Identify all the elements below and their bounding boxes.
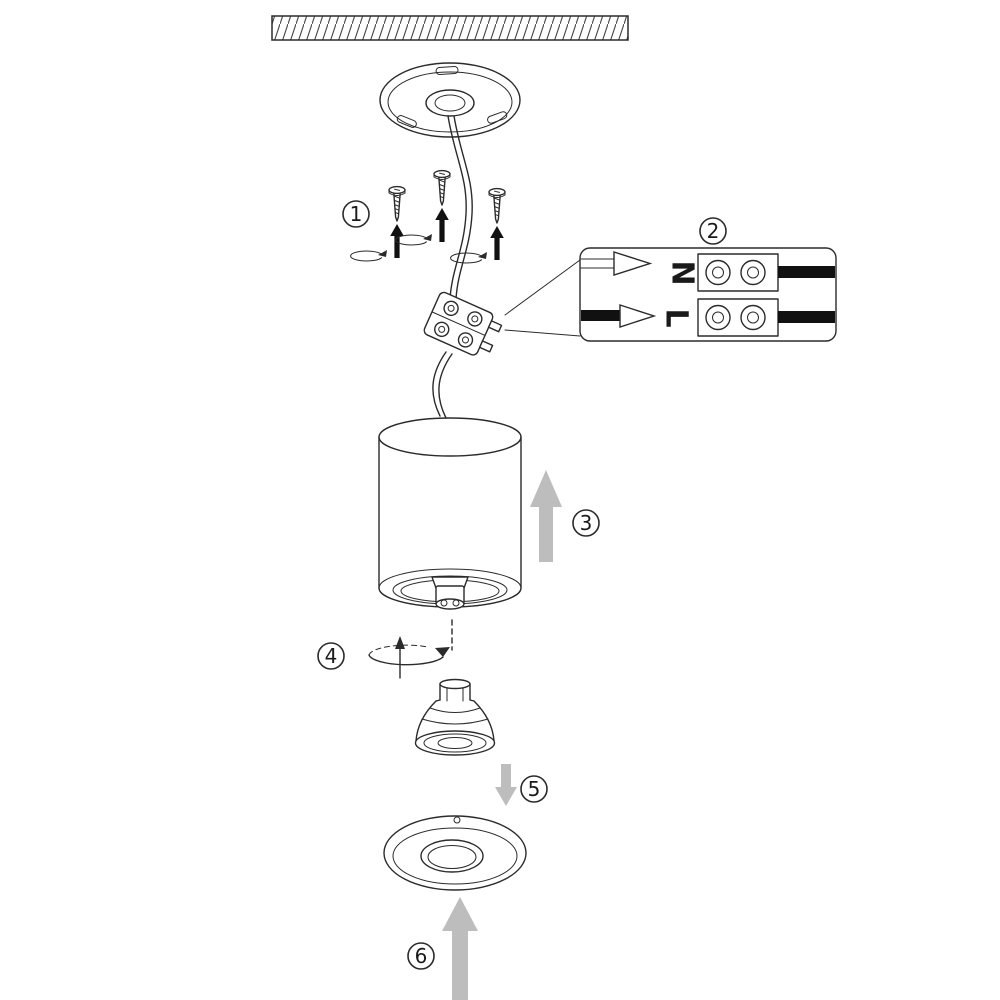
step-6-label: 6	[415, 944, 428, 968]
step-6-badge: 6	[407, 942, 435, 970]
step-4-label: 4	[325, 644, 338, 668]
socket-pin-hole	[452, 599, 460, 607]
bulb-cone-right	[473, 700, 495, 742]
rotate-arrow-icon	[350, 249, 388, 262]
plate-outline	[379, 62, 521, 138]
socket-pin-hole	[440, 599, 448, 607]
step-6-arrow-up-icon	[442, 897, 478, 1000]
step-2-badge: 2	[699, 217, 727, 245]
ceiling-hatch	[271, 15, 629, 41]
step-3-badge: 3	[572, 509, 600, 537]
trim-inner-rim	[392, 827, 518, 885]
step-5-badge: 5	[520, 775, 548, 803]
mains-cable	[447, 115, 473, 300]
live-row: L	[581, 298, 835, 337]
wire-stub-top	[487, 320, 503, 333]
step-5-label: 5	[528, 777, 541, 801]
plate-slot-left	[396, 115, 417, 128]
callout-lines	[504, 259, 581, 337]
step-3-label: 3	[580, 511, 593, 535]
rotate-arrow-icon	[450, 251, 488, 264]
screw-2	[433, 169, 451, 206]
screw-1	[388, 185, 406, 222]
trim-center-hole-inner	[427, 845, 477, 869]
housing-top	[378, 417, 522, 457]
live-label: L	[659, 308, 694, 327]
arrow-up-icon	[435, 208, 449, 242]
step-5-arrow-down-icon	[495, 764, 517, 806]
plate-center-hole	[434, 94, 466, 112]
trim-center-hole	[420, 839, 484, 873]
terminal-block	[423, 291, 503, 356]
housing-bottom-back	[378, 568, 522, 589]
live-wire-arrow-icon	[619, 304, 657, 328]
plate-center-ring	[425, 89, 475, 117]
step-3-arrow-up-icon	[530, 470, 562, 562]
plate-slot-right	[487, 111, 508, 124]
bulb-neck-top	[439, 678, 471, 690]
neutral-row: N	[580, 251, 835, 292]
wire-stub-bottom	[478, 340, 494, 353]
live-wire-right	[778, 311, 835, 323]
step-2-label: 2	[707, 219, 720, 243]
plate-inner-rim	[387, 71, 513, 133]
bulb-face-ring	[423, 733, 487, 753]
step-1-screws	[350, 169, 506, 264]
bulb-glass	[437, 737, 473, 749]
neutral-label: N	[665, 260, 700, 285]
neutral-wire-right	[778, 266, 835, 278]
live-terminal	[697, 298, 779, 337]
step-1-badge: 1	[342, 200, 370, 228]
arrow-up-icon	[390, 224, 404, 258]
lamp-socket	[431, 576, 469, 610]
step-4-badge: 4	[317, 642, 345, 670]
gu10-bulb	[414, 678, 496, 756]
step-1-label: 1	[350, 202, 363, 226]
bulb-cone-left	[415, 700, 437, 742]
bulb-face	[414, 730, 496, 756]
socket-face	[435, 598, 465, 610]
neutral-terminal	[697, 253, 779, 292]
mounting-plate	[379, 62, 521, 138]
trim-ring	[383, 815, 527, 891]
step-4-rotate-arrow-icon	[368, 636, 450, 679]
wiring-detail-box: N L	[579, 247, 837, 342]
trim-top-hole	[453, 816, 461, 824]
lamp-housing	[378, 417, 522, 608]
terminal-block-divider	[431, 311, 486, 336]
trim-outer	[383, 815, 527, 891]
arrow-up-icon	[490, 226, 504, 260]
lamp-cable	[432, 351, 453, 419]
screw-3	[488, 187, 506, 224]
live-wire-left	[581, 310, 623, 321]
plate-slot-top	[435, 65, 459, 76]
neutral-wire-arrow-icon	[613, 251, 653, 276]
